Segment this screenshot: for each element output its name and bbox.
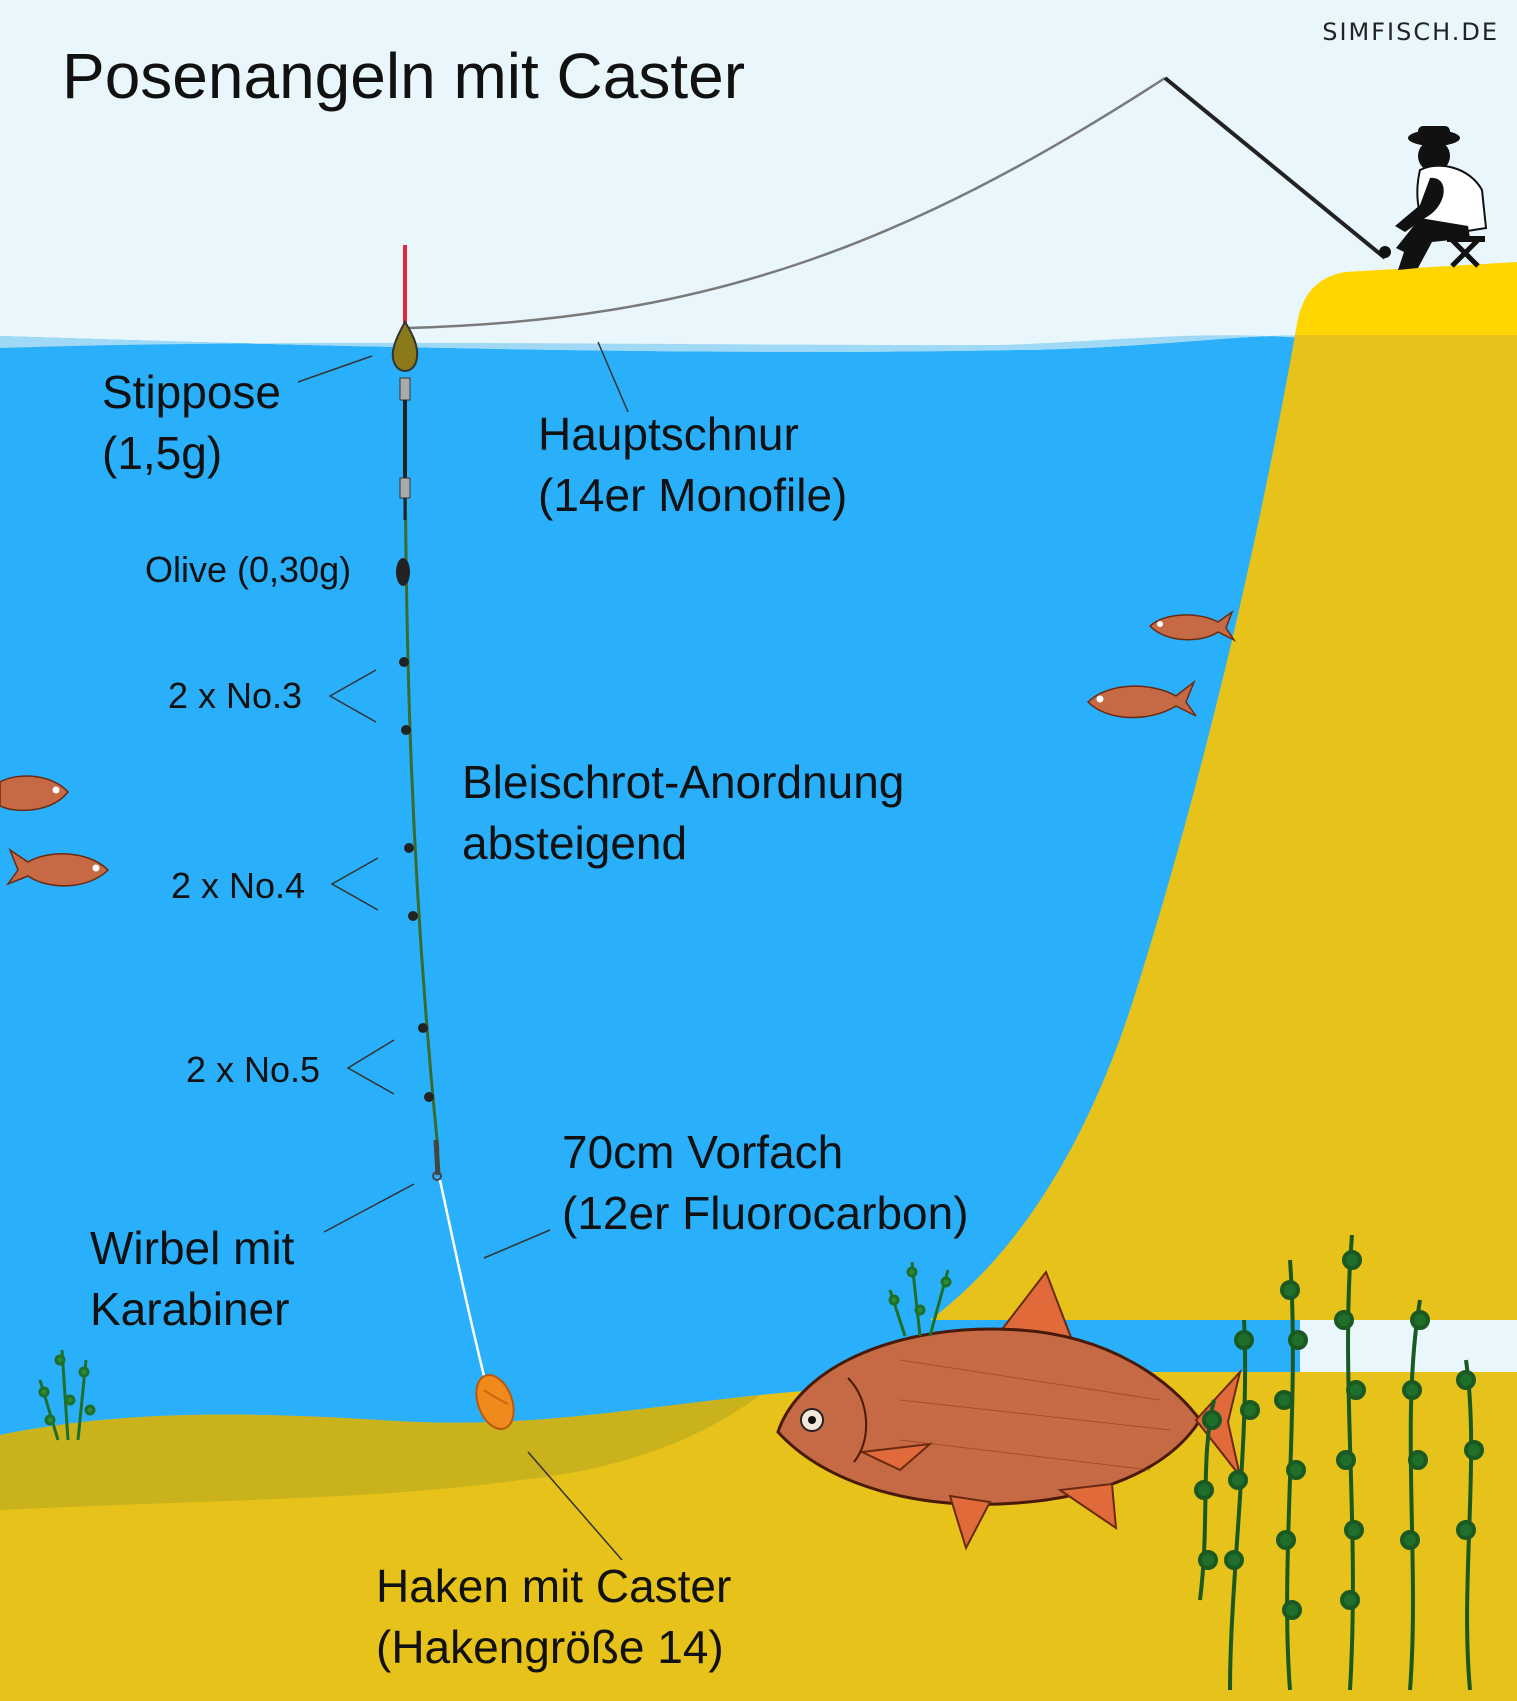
callout-lines <box>297 341 629 1561</box>
label-shot-no5: 2 x No.5 <box>186 1049 321 1090</box>
label-haken: Haken mit Caster (Hakengröße 14) <box>376 1556 731 1678</box>
label-hauptschnur: Hauptschnur (14er Monofile) <box>538 404 847 526</box>
label-hauptschnur-line1: Hauptschnur <box>538 408 799 460</box>
label-shot-no4: 2 x No.4 <box>171 865 306 906</box>
fishing-rod <box>1163 76 1387 260</box>
label-bleischrot-line2: absteigend <box>462 817 688 869</box>
label-wirbel-line1: Wirbel mit <box>90 1222 295 1274</box>
leader-line <box>438 1179 490 1393</box>
water-weed-icon <box>38 1349 96 1441</box>
main-line <box>407 76 1166 330</box>
label-shot-no3: 2 x No.3 <box>168 675 303 716</box>
label-haken-line2: (Hakengröße 14) <box>376 1621 724 1673</box>
water-weed-icon <box>888 1261 952 1337</box>
water-surface <box>0 335 1300 352</box>
fish-icon <box>1148 609 1237 642</box>
caster-bait-icon <box>475 1374 515 1430</box>
fish-icon <box>5 848 110 887</box>
label-hauptschnur-line2: (14er Monofile) <box>538 469 848 521</box>
label-haken-line1: Haken mit Caster <box>376 1560 732 1612</box>
bank-top <box>1296 262 1517 335</box>
river-bank <box>930 330 1517 1320</box>
label-bleischrot: Bleischrot-Anordnung absteigend <box>462 752 904 874</box>
label-wirbel: Wirbel mit Karabiner <box>90 1218 294 1340</box>
fish-icon <box>1086 679 1197 719</box>
label-vorfach-line2: (12er Fluorocarbon) <box>562 1187 969 1239</box>
olive-weight-icon <box>396 558 410 586</box>
brand-watermark: SIMFISCH.DE <box>1322 18 1499 46</box>
label-stippose-line2: (1,5g) <box>102 427 223 479</box>
label-bleischrot-line1: Bleischrot-Anordnung <box>462 756 905 808</box>
fish-icon <box>0 775 69 812</box>
water <box>0 335 1300 1440</box>
label-vorfach-line1: 70cm Vorfach <box>562 1126 844 1178</box>
river-bed-shade <box>0 1395 760 1510</box>
float-icon <box>391 245 419 520</box>
label-stippose: Stippose (1,5g) <box>102 362 281 484</box>
label-vorfach: 70cm Vorfach (12er Fluorocarbon) <box>562 1122 969 1244</box>
sky <box>0 0 1517 340</box>
swivel-icon <box>432 1139 442 1181</box>
angler-silhouette-icon <box>1379 126 1488 270</box>
label-stippose-line1: Stippose <box>102 366 282 418</box>
page-title: Posenangeln mit Caster <box>62 40 746 112</box>
label-wirbel-line2: Karabiner <box>90 1283 290 1335</box>
label-olive: Olive (0,30g) <box>145 549 352 590</box>
split-shot-icon <box>399 657 434 1102</box>
water-weed-icon <box>1194 1234 1484 1691</box>
